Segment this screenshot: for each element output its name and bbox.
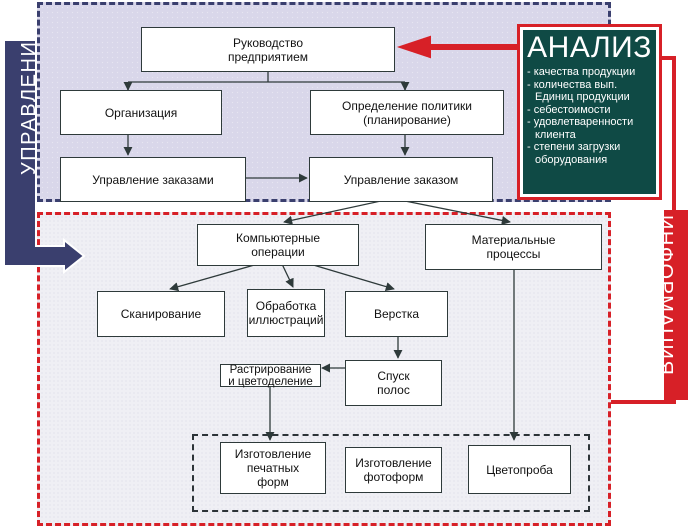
analysis-panel: АНАЛИЗ качества продукции количества вып…	[517, 24, 662, 200]
node-layout-label: Верстка	[373, 307, 420, 321]
output-group-region	[192, 434, 590, 512]
analysis-item: себестоимости	[527, 104, 652, 117]
node-screening: Растрирование и цветоделение	[220, 363, 321, 388]
node-single-order-management-label: Управление заказом	[343, 172, 459, 187]
analysis-item: степени загрузки оборудования	[527, 141, 652, 166]
management-label: УПРАВЛЕНИЕ	[18, 25, 40, 175]
node-screening-label: Растрирование и цветоделение	[228, 363, 313, 388]
analysis-panel-inner: АНАЛИЗ качества продукции количества вып…	[523, 30, 656, 194]
node-imposition: Спуск полос	[345, 360, 442, 406]
node-policy: Определение политики (планирование)	[310, 90, 504, 135]
node-leadership: Руководство предприятием	[141, 27, 395, 72]
analysis-title: АНАЛИЗ	[527, 31, 652, 64]
node-organization: Организация	[60, 90, 222, 135]
node-policy-label: Определение политики (планирование)	[342, 98, 472, 127]
analysis-item: удовлетваренности клиента	[527, 116, 652, 141]
node-illustration-processing-label: Обработка иллюстраций	[248, 299, 324, 327]
node-illustration-processing: Обработка иллюстраций	[247, 289, 325, 337]
node-computer-operations: Компьютерные операции	[197, 224, 359, 266]
node-single-order-management: Управление заказом	[309, 157, 493, 202]
information-label: ИНФОРМАЦИЯ	[654, 215, 676, 377]
node-material-processes: Материальные процессы	[425, 224, 602, 270]
node-organization-label: Организация	[104, 105, 178, 120]
node-photoforms-label: Изготовление фотоформ	[355, 456, 432, 484]
analysis-list: качества продукции количества вып. Едини…	[527, 66, 652, 166]
node-order-management-label: Управление заказами	[92, 172, 214, 187]
node-color-proof: Цветопроба	[468, 445, 571, 494]
node-printing-plates: Изготовление печатных форм	[220, 442, 326, 494]
node-order-management: Управление заказами	[60, 157, 246, 202]
node-scanning: Сканирование	[97, 291, 225, 337]
node-scanning-label: Сканирование	[120, 307, 202, 321]
node-computer-operations-label: Компьютерные операции	[235, 231, 321, 259]
node-imposition-label: Спуск полос	[377, 369, 410, 397]
analysis-item: качества продукции	[527, 66, 652, 79]
node-material-processes-label: Материальные процессы	[471, 233, 556, 261]
node-layout: Верстка	[345, 291, 448, 337]
analysis-item: количества вып. Единиц продукции	[527, 79, 652, 104]
node-photoforms: Изготовление фотоформ	[345, 447, 442, 493]
node-printing-plates-label: Изготовление печатных форм	[234, 447, 312, 489]
node-leadership-label: Руководство предприятием	[227, 35, 309, 64]
node-color-proof-label: Цветопроба	[486, 462, 553, 477]
